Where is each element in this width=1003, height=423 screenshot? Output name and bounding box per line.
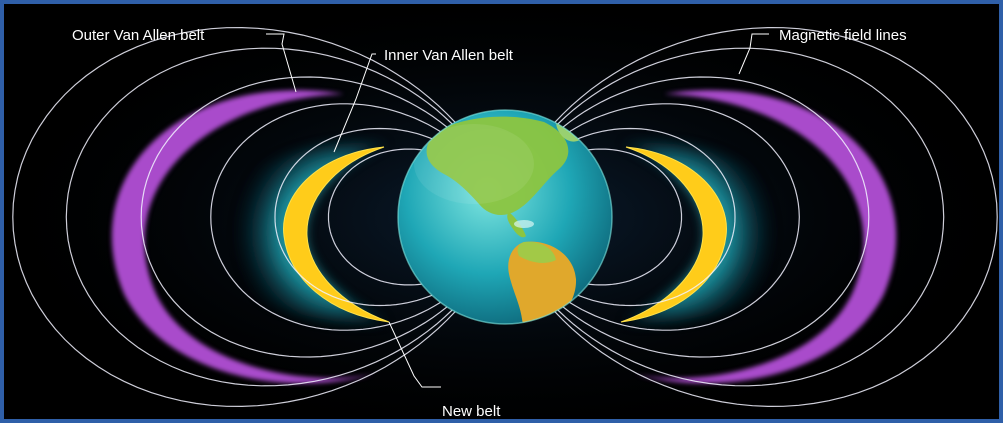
field-lines-label: Magnetic field lines [779,27,907,44]
label-leaders [266,33,769,388]
field-lines-leader [738,33,769,75]
inner-belt-label: Inner Van Allen belt [384,47,514,64]
outer-belt-leader [266,33,297,93]
field-line [588,148,683,286]
field-line [210,103,441,331]
field-line [577,127,736,307]
field-line [140,76,448,358]
field-line [65,47,453,387]
new-belt [283,146,727,323]
field-line [569,103,800,331]
new-belt-leader [388,321,441,388]
field-line [12,26,456,408]
field-line [274,127,433,307]
field-line [562,76,870,358]
inner-belt-leader [333,53,376,153]
outer-belt-label: Outer Van Allen belt [72,27,205,44]
field-line [554,26,998,408]
field-line [327,148,422,286]
magnetic-field-lines [12,26,998,408]
van-allen-belts-diagram: Outer Van Allen belt Inner Van Allen bel… [12,7,998,420]
field-line [557,47,945,387]
new-belt-label: New belt [442,403,501,420]
